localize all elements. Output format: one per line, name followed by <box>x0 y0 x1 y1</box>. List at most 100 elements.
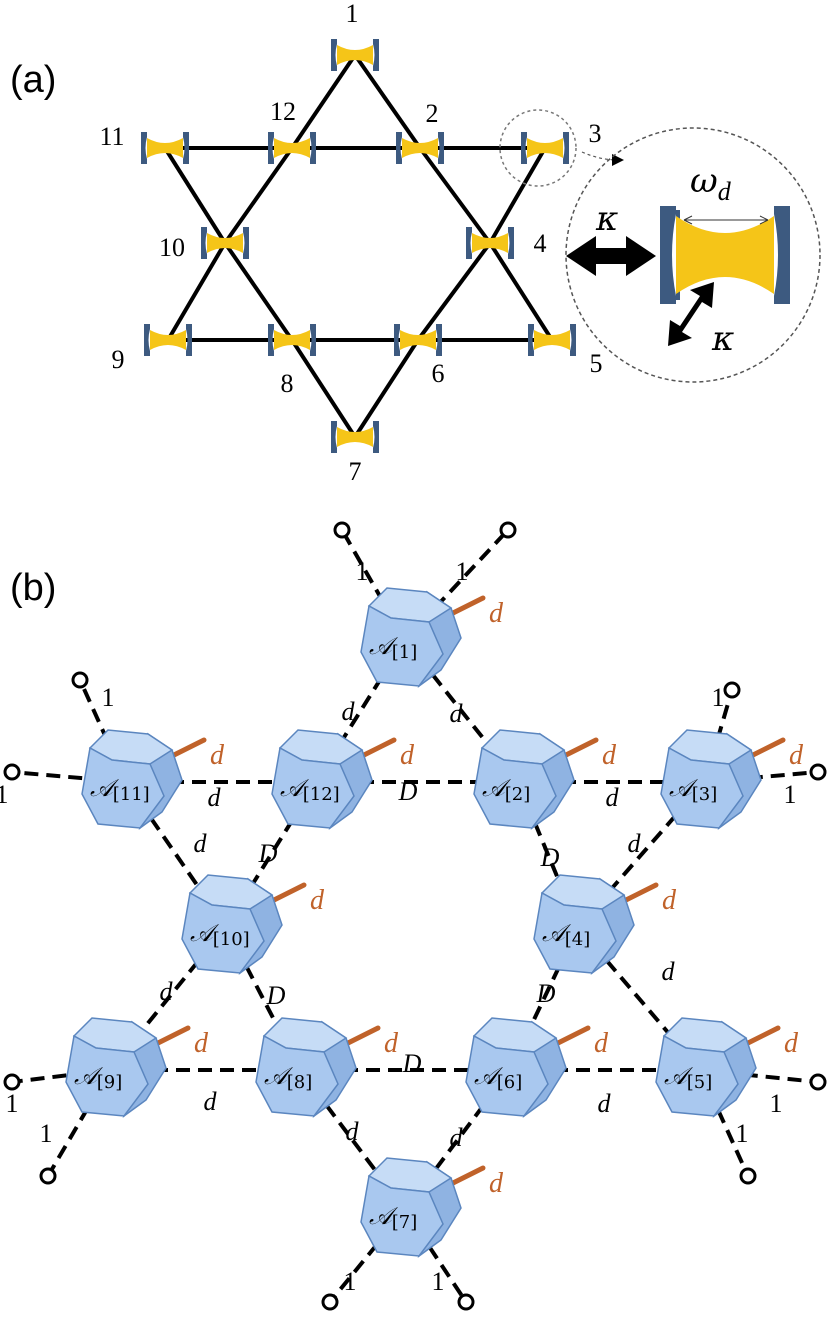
inset-right-mirror <box>774 206 790 304</box>
bond-label-2-3: d <box>606 783 620 812</box>
boundary-leg-3-5 <box>704 770 819 784</box>
physical-leg-label: d <box>489 1168 504 1199</box>
boundary-leg-7-11 <box>403 1208 468 1304</box>
bond-label-12-10: D <box>258 839 278 868</box>
open-terminal-icon <box>739 1167 757 1185</box>
leg-label-1-1: 1 <box>456 557 469 586</box>
bond-label-11-12: d <box>208 783 222 812</box>
cavity-3 <box>521 132 569 164</box>
cavity-label-7: 7 <box>349 457 362 486</box>
physical-leg-label: d <box>594 1028 609 1059</box>
inset-left-mirror <box>660 206 676 304</box>
coupling-edge-10-9 <box>166 241 227 342</box>
physical-leg-label: d <box>602 740 617 771</box>
open-terminal-icon <box>333 521 351 539</box>
leg-label-5-9: 1 <box>736 1119 749 1148</box>
cavity-mode-icon <box>150 330 186 350</box>
tensor-block-10: d𝒜[10] <box>181 874 325 975</box>
leg-label-9-7: 1 <box>40 1119 53 1148</box>
zoom-arrow <box>581 151 624 166</box>
physical-leg-label: d <box>194 1028 209 1059</box>
coupling-edge-12-10 <box>223 146 294 245</box>
mirror-right-icon <box>438 132 444 164</box>
cavity-8 <box>268 324 316 356</box>
physical-leg-label: d <box>310 885 325 916</box>
tensor-blocks: d𝒜[1]d𝒜[2]d𝒜[3]d𝒜[4]d𝒜[5]d𝒜[6]d𝒜[7]d𝒜[8]… <box>65 587 804 1258</box>
physical-leg-label: d <box>384 1028 399 1059</box>
cavity-label-9: 9 <box>112 345 125 374</box>
cavity-label-5: 5 <box>590 349 603 378</box>
leg-label-7-10: 1 <box>344 1267 357 1296</box>
tensor-block-11: d𝒜[11] <box>81 729 225 830</box>
cavity-7 <box>331 421 379 453</box>
bond-label-10-9: d <box>160 977 174 1006</box>
mirror-right-icon <box>373 39 379 71</box>
cavity-mode-icon <box>274 330 310 350</box>
open-terminal-icon <box>723 681 741 699</box>
cavity-label-8: 8 <box>281 369 294 398</box>
physical-leg-label: d <box>400 740 415 771</box>
mirror-left-icon <box>144 324 150 356</box>
cavity-6 <box>394 324 442 356</box>
coupling-edge-1-2 <box>353 53 422 150</box>
cavity-label-11: 11 <box>99 122 124 151</box>
mirror-right-icon <box>243 227 249 259</box>
tensor-block-2: d𝒜[2] <box>473 729 617 830</box>
open-terminal-icon <box>321 1293 339 1311</box>
inset-circle <box>565 127 821 383</box>
cavity-mode-icon <box>534 330 570 350</box>
leg-label-7-11: 1 <box>432 1267 445 1296</box>
bond-label-11-10: d <box>194 829 208 858</box>
leg-label-3-4: 1 <box>712 683 725 712</box>
open-terminal-icon <box>457 1293 475 1311</box>
tensor-block-7: d𝒜[7] <box>360 1157 504 1258</box>
cavity-12 <box>268 132 316 164</box>
cavity-2 <box>396 132 444 164</box>
cavity-mode-icon <box>147 138 183 158</box>
leg-label-5-8: 1 <box>770 1089 783 1118</box>
cavity-array <box>141 39 576 453</box>
open-terminal-icon <box>3 763 21 781</box>
cavity-mode-icon <box>207 233 243 253</box>
bond-label-12-2: D <box>398 777 418 806</box>
coupling-edge-10-8 <box>223 241 294 342</box>
mirror-left-icon <box>268 324 274 356</box>
cavity-mode-icon <box>402 138 438 158</box>
tensor-block-1: d𝒜[1] <box>360 587 504 688</box>
kappa-left-arrow-icon <box>566 236 656 276</box>
tensor-label-4: 𝒜[4] <box>542 919 590 950</box>
cavity-5 <box>528 324 576 356</box>
open-terminal-icon <box>809 1073 827 1091</box>
kappa-bottom-arrow-icon <box>668 282 714 346</box>
physical-leg-label: d <box>210 740 225 771</box>
boundary-leg-11-2 <box>78 679 128 783</box>
inset-mode-icon <box>676 216 774 294</box>
boundary-leg-5-8 <box>699 1068 819 1084</box>
cavity-mode-icon <box>527 138 563 158</box>
tensor-block-5: d𝒜[5] <box>655 1017 799 1118</box>
mirror-left-icon <box>141 132 147 164</box>
bond-label-4-6: D <box>536 979 556 1008</box>
coupling-edge-11-10 <box>163 146 227 245</box>
physical-leg-label: d <box>784 1028 799 1059</box>
cavity-label-6: 6 <box>432 359 445 388</box>
cavity-mode-icon <box>274 138 310 158</box>
kappa-left-label: κ <box>595 199 618 239</box>
bond-label-9-8: d <box>204 1087 218 1116</box>
physical-leg-label: d <box>662 885 677 916</box>
tensor-block-12: d𝒜[12] <box>271 729 415 830</box>
mirror-right-icon <box>563 132 569 164</box>
cavity-mode-icon <box>400 330 436 350</box>
mirror-left-icon <box>528 324 534 356</box>
open-terminal-icon <box>71 671 89 689</box>
leg-label-1-0: 1 <box>356 557 369 586</box>
bond-label-8-7: d <box>346 1117 360 1146</box>
cavity-label-3: 3 <box>589 119 602 148</box>
panel-a-label: (a) <box>10 59 56 101</box>
bond-label-1-2: d <box>450 699 464 728</box>
cavity-4 <box>466 227 514 259</box>
mirror-left-icon <box>331 421 337 453</box>
coupling-edge-1-12 <box>290 53 357 150</box>
